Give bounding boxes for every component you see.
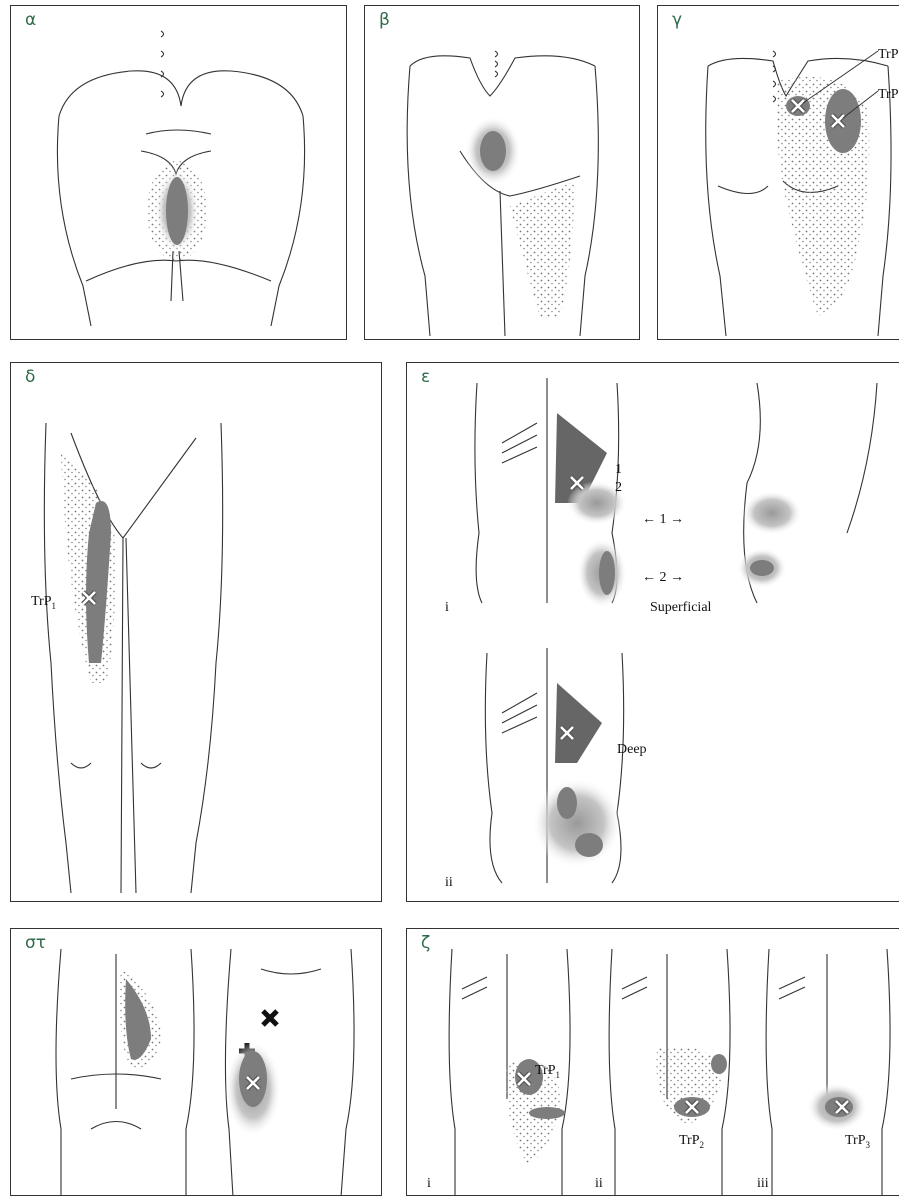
roman-ii: ii (595, 1176, 603, 1191)
sigma-tau-figure (11, 929, 382, 1196)
deep-label: Deep (617, 742, 647, 757)
marker-2: 2 (615, 480, 622, 495)
arrow-1: ← 1 → (642, 512, 684, 527)
pain-zone (480, 131, 506, 171)
panel-epsilon: ε 1 2 ← 1 → ← 2 → Superficial i Deep (406, 362, 899, 902)
roman-i: i (427, 1176, 431, 1191)
arrow-2: ← 2 → (642, 570, 684, 585)
pain-zone (599, 551, 615, 595)
marker-1: 1 (615, 462, 622, 477)
panel-sigma-tau: στ (10, 928, 382, 1196)
epsilon-figure: 1 2 ← 1 → ← 2 → Superficial i Deep ii (407, 363, 899, 902)
panel-beta: β (364, 5, 640, 340)
panel-delta: δ TrP1 (10, 362, 382, 902)
trp2-label: TrP2 (679, 1133, 704, 1150)
zeta-figure: TrP1 i TrP2 ii TrP3 iii (407, 929, 899, 1196)
beta-figure (365, 6, 640, 340)
pain-zone (557, 787, 577, 819)
panel-gamma: γ TrP TrP (657, 5, 899, 340)
delta-figure: TrP1 (11, 363, 382, 902)
trp-label-lower: TrP (878, 87, 899, 102)
trp1-label: TrP1 (535, 1063, 560, 1080)
panel-alpha: α (10, 5, 347, 340)
roman-i: i (445, 600, 449, 615)
alpha-figure (11, 6, 347, 340)
trp-label-upper: TrP (878, 47, 899, 62)
roman-iii: iii (757, 1176, 769, 1191)
trp3-label: TrP3 (845, 1133, 871, 1150)
superficial-label: Superficial (650, 600, 712, 615)
trp-label: TrP1 (31, 594, 56, 611)
pain-zone (166, 177, 188, 245)
gamma-figure: TrP TrP (658, 6, 899, 340)
panel-zeta: ζ TrP1 i TrP2 ii TrP3 iii (406, 928, 899, 1196)
pain-zone (825, 89, 861, 153)
roman-ii: ii (445, 875, 453, 890)
